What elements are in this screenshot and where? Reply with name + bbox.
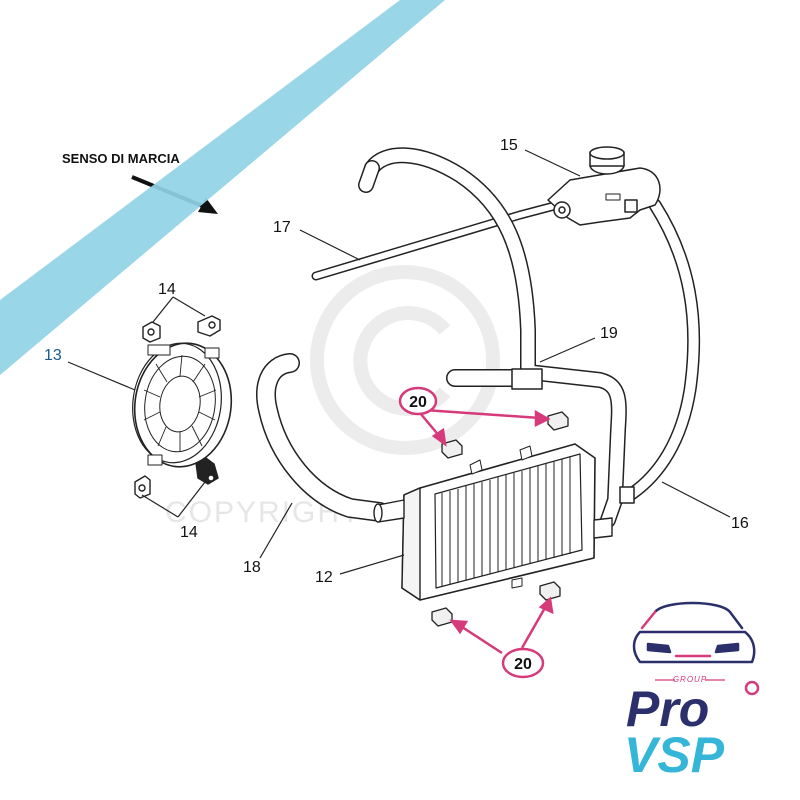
label-part-12: 12 [315,569,333,586]
part-13-fan [132,342,233,468]
label-part-20-bottom: 20 [514,656,532,673]
label-part-19: 19 [600,325,618,342]
label-part-16: 16 [731,515,749,532]
part-20-mounts [431,411,569,627]
part-15-expansion-tank [547,146,661,226]
label-part-18: 18 [243,559,261,576]
logo-hex-icon [744,680,760,696]
label-part-15: 15 [500,137,518,154]
part-16-hose [619,198,701,504]
label-part-14-bottom: 14 [180,524,198,541]
callout-20-top: 20 [398,386,438,416]
part-19-hose [358,147,627,528]
callout-20-arrows [419,408,554,655]
label-part-13: 13 [44,347,62,364]
leader-lines [67,149,731,575]
car-icon [632,601,756,664]
callout-20-bottom: 20 [501,647,545,679]
label-part-20-top: 20 [409,394,427,411]
label-part-17: 17 [273,219,291,236]
part-18-hose [256,353,390,522]
direction-caption: SENSO DI MARCIA [62,151,180,166]
part-12-radiator [373,443,613,601]
part-14-brackets [134,315,221,499]
part-17-hose [311,200,563,281]
logo-group-text: GROUP [673,675,707,684]
logo-vsp-text: VSP [624,727,725,783]
logo-pro-text: Pro [626,681,709,737]
label-part-14-top: 14 [158,281,176,298]
provsp-logo: GROUP Pro VSP [624,601,760,783]
